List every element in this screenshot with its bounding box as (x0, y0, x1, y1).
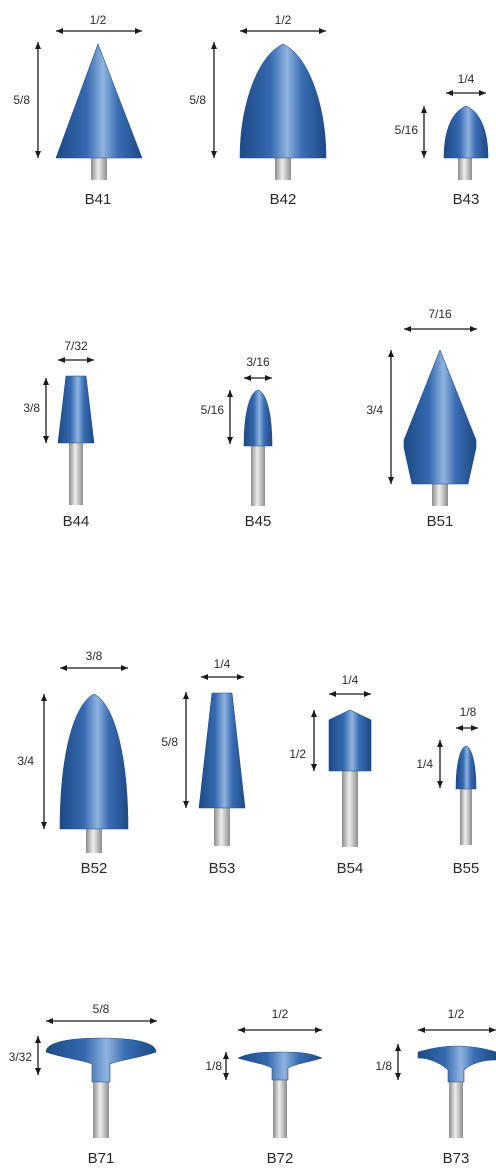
abrasive-head (443, 105, 489, 159)
height-dimension-label: 3/4 (366, 403, 383, 417)
width-dimension-label: 3/16 (246, 355, 270, 369)
shank (342, 771, 358, 847)
shank (458, 158, 472, 180)
abrasive-head (45, 1037, 157, 1083)
height-dimension-label: 5/16 (201, 403, 225, 417)
abrasive-head (57, 375, 95, 444)
product-code-label: B53 (209, 860, 236, 877)
height-dimension-label: 5/8 (161, 735, 178, 749)
product-code-label: B44 (63, 513, 90, 530)
width-dimension-label: 1/4 (214, 657, 231, 671)
shank (86, 829, 102, 853)
width-dimension-label: 1/2 (272, 1007, 289, 1021)
height-dimension-label: 5/8 (189, 93, 206, 107)
width-dimension-label: 3/8 (86, 649, 103, 663)
width-dimension-label: 1/8 (460, 705, 477, 719)
width-dimension-label: 1/2 (275, 13, 292, 27)
width-dimension-label: 5/8 (93, 1002, 110, 1016)
abrasive-head (239, 43, 327, 159)
width-dimension-label: 1/4 (458, 72, 475, 86)
shank (91, 158, 107, 180)
abrasive-head (243, 389, 273, 447)
abrasive-head (417, 1045, 496, 1083)
shank (273, 1078, 287, 1138)
abrasive-head (455, 745, 477, 790)
height-dimension-label: 1/4 (416, 757, 433, 771)
height-dimension-label: 1/2 (289, 747, 306, 761)
product-code-label: B73 (443, 1150, 470, 1167)
width-dimension-label: 7/32 (64, 339, 88, 353)
abrasive-head (59, 693, 129, 830)
product-code-label: B55 (453, 860, 480, 877)
product-code-label: B43 (453, 191, 480, 208)
shank (251, 446, 265, 506)
product-code-label: B54 (337, 860, 364, 877)
shank (432, 484, 448, 506)
abrasive-head (328, 709, 372, 772)
height-dimension-label: 5/16 (395, 123, 419, 137)
height-dimension-label: 3/8 (23, 401, 40, 415)
shank (69, 443, 83, 505)
abrasive-head (403, 349, 477, 485)
abrasive-head (55, 43, 143, 159)
shank (275, 158, 291, 180)
product-code-label: B71 (88, 1150, 115, 1167)
height-dimension-label: 3/32 (9, 1050, 33, 1064)
abrasive-head (198, 692, 246, 809)
height-dimension-label: 1/8 (375, 1059, 392, 1073)
height-dimension-label: 5/8 (13, 93, 30, 107)
shank (93, 1080, 109, 1138)
shank (460, 789, 472, 845)
width-dimension-label: 1/4 (342, 673, 359, 687)
abrasive-head (237, 1051, 323, 1081)
shank (449, 1080, 463, 1138)
width-dimension-label: 1/2 (448, 1007, 465, 1021)
product-code-label: B42 (270, 191, 297, 208)
product-code-label: B41 (85, 191, 112, 208)
width-dimension-label: 1/2 (90, 13, 107, 27)
product-code-label: B52 (81, 860, 108, 877)
product-code-label: B72 (267, 1150, 294, 1167)
width-dimension-label: 7/16 (428, 307, 452, 321)
product-code-label: B51 (427, 513, 454, 530)
product-code-label: B45 (245, 513, 272, 530)
height-dimension-label: 3/4 (17, 754, 34, 768)
height-dimension-label: 1/8 (205, 1059, 222, 1073)
shank (214, 808, 230, 846)
